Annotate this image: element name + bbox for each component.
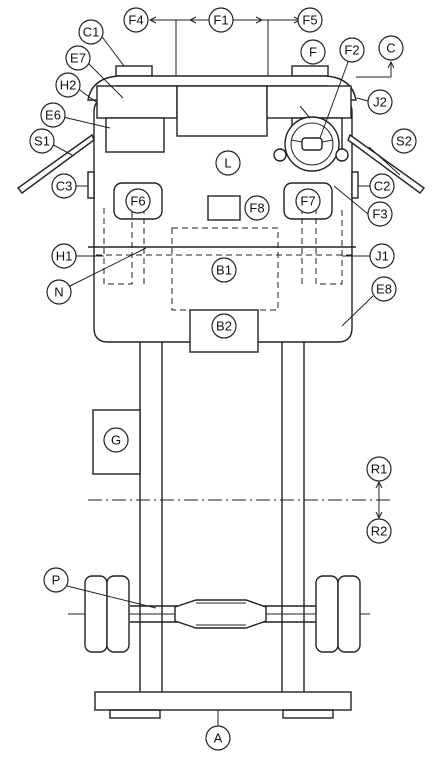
label-g: G [103, 427, 129, 453]
label-j2: J2 [367, 89, 393, 115]
label-f3: F3 [367, 201, 393, 227]
chassis-frame [139, 338, 305, 692]
label-r1: R1 [366, 456, 392, 482]
svg-text:E8: E8 [376, 282, 392, 297]
label-c3: C3 [51, 173, 77, 199]
label-f: F [300, 39, 326, 65]
label-f7: F7 [295, 188, 321, 214]
svg-text:A: A [214, 731, 223, 746]
box-f8 [207, 195, 241, 221]
svg-text:R1: R1 [371, 462, 388, 477]
label-c2: C2 [369, 173, 395, 199]
label-h2: H2 [55, 72, 81, 98]
svg-text:E6: E6 [45, 108, 61, 123]
svg-text:C2: C2 [374, 179, 391, 194]
svg-text:C: C [386, 41, 395, 56]
label-p: P [43, 567, 69, 593]
label-f1: F1 [208, 7, 234, 33]
svg-text:C3: C3 [56, 179, 73, 194]
svg-text:F8: F8 [249, 201, 264, 216]
svg-text:F2: F2 [344, 43, 359, 58]
steering-wheel [273, 116, 349, 172]
svg-text:S2: S2 [396, 134, 412, 149]
svg-text:L: L [224, 156, 231, 171]
svg-text:E7: E7 [70, 51, 86, 66]
label-e6: E6 [40, 102, 66, 128]
svg-text:F1: F1 [213, 13, 228, 28]
label-s1: S1 [29, 128, 55, 154]
side-handle-left [87, 171, 95, 199]
svg-text:B1: B1 [216, 263, 232, 278]
c-arrow [356, 60, 395, 78]
label-f8: F8 [244, 195, 270, 221]
label-j1: J1 [369, 243, 395, 269]
svg-text:G: G [111, 433, 121, 448]
label-f6: F6 [125, 188, 151, 214]
svg-text:F7: F7 [300, 194, 315, 209]
label-f2: F2 [339, 37, 365, 63]
svg-text:R2: R2 [371, 524, 388, 539]
svg-text:H1: H1 [56, 249, 73, 264]
label-l: L [215, 150, 241, 176]
rear-base-plate [94, 691, 352, 719]
label-b1: B1 [211, 257, 237, 283]
front-axle-line [88, 246, 356, 256]
rear-wheel-left [84, 575, 130, 653]
svg-text:H2: H2 [60, 78, 77, 93]
label-c1: C1 [78, 19, 104, 45]
svg-text:F: F [309, 45, 317, 60]
mirror-right [347, 133, 426, 194]
label-e7: E7 [65, 45, 91, 71]
svg-text:P: P [52, 573, 61, 588]
label-r2: R2 [366, 518, 392, 544]
label-a: A [205, 725, 231, 751]
svg-text:F4: F4 [128, 13, 143, 28]
svg-text:J2: J2 [373, 95, 387, 110]
label-b2: B2 [211, 313, 237, 339]
label-e8: E8 [371, 276, 397, 302]
svg-text:F6: F6 [130, 194, 145, 209]
svg-text:F5: F5 [302, 13, 317, 28]
label-h1: H1 [51, 243, 77, 269]
label-f5: F5 [297, 7, 323, 33]
r-arrows [375, 480, 383, 520]
label-f4: F4 [123, 7, 149, 33]
svg-text:S1: S1 [34, 134, 50, 149]
label-c: C [378, 35, 404, 61]
svg-text:C1: C1 [83, 25, 100, 40]
label-n: N [46, 279, 72, 305]
svg-text:J1: J1 [375, 249, 389, 264]
rear-wheel-right [315, 575, 361, 653]
svg-text:F3: F3 [372, 207, 387, 222]
label-s2: S2 [391, 128, 417, 154]
svg-text:N: N [54, 285, 63, 300]
side-handle-right [351, 171, 359, 199]
svg-text:B2: B2 [216, 319, 232, 334]
